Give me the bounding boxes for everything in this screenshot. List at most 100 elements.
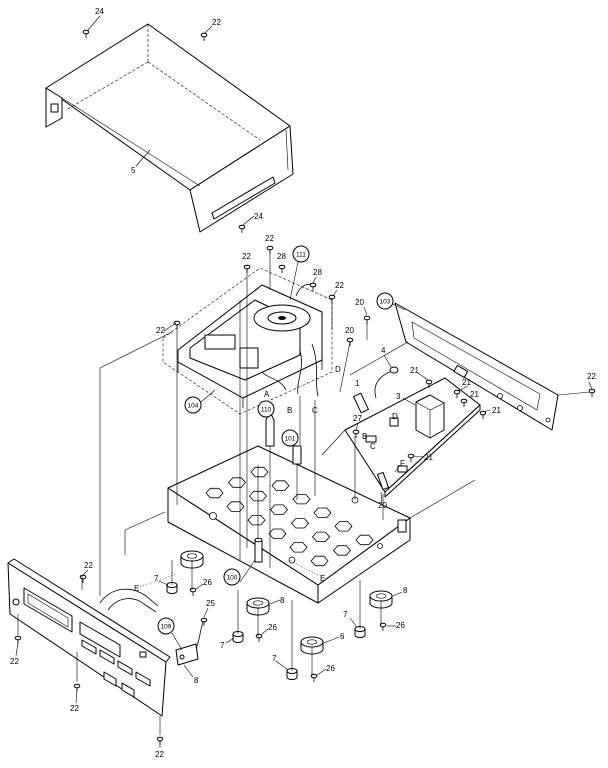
button <box>121 682 135 698</box>
callout-label: 26 <box>203 578 212 587</box>
callout-label: 1 <box>355 379 360 388</box>
circled-ref: 104 <box>184 396 202 414</box>
chassis-hole <box>355 534 374 546</box>
front-panel <box>7 558 171 717</box>
circled-ref: 103 <box>376 292 394 310</box>
power-plug <box>374 366 399 399</box>
logo-mark <box>139 651 147 658</box>
circled-ref-label: 104 <box>188 403 199 410</box>
callout-label: F <box>400 459 405 468</box>
callout-label: 22 <box>335 281 344 290</box>
chassis-hole <box>310 555 329 567</box>
screw <box>278 264 286 273</box>
chassis-bracket <box>397 519 407 533</box>
callouts: 24 22 5 24 22 22 28 28 22 20 22 20 4 D A… <box>10 7 596 759</box>
callout-label: 8 <box>403 586 408 595</box>
screw <box>328 294 336 303</box>
screw <box>243 264 251 273</box>
screw <box>82 29 90 38</box>
screw <box>255 633 263 642</box>
screw <box>425 379 433 388</box>
circled-ref-label: 100 <box>227 575 238 582</box>
button <box>81 639 97 655</box>
callout-label: 7 <box>154 574 159 583</box>
screw <box>460 398 468 407</box>
callout-label: 24 <box>95 7 104 16</box>
screw <box>200 32 208 41</box>
button <box>103 671 117 687</box>
callout-label: 22 <box>587 372 596 381</box>
screw <box>238 224 246 233</box>
cover-tab <box>50 103 59 113</box>
callout-label: 22 <box>265 234 274 243</box>
screw <box>352 429 360 438</box>
callout-label: 7 <box>343 610 348 619</box>
fuse-holder <box>353 392 369 414</box>
callout-label: 25 <box>206 599 215 608</box>
chassis-holes <box>205 466 374 567</box>
post-100 <box>254 537 263 563</box>
chassis-hole <box>268 528 287 539</box>
circled-ref-label: 111 <box>296 252 306 259</box>
screw <box>588 388 596 397</box>
callout-label: 5 <box>131 166 136 175</box>
button <box>99 649 115 665</box>
callout-label: 26 <box>326 664 335 673</box>
callout-label: 28 <box>313 268 322 277</box>
callout-label: 22 <box>212 18 221 27</box>
callout-label: 22 <box>70 704 79 713</box>
chassis-hole <box>332 545 352 556</box>
connector <box>397 465 408 473</box>
chassis-hole <box>289 542 308 553</box>
callout-label: D <box>335 365 341 374</box>
callout-label: 7 <box>272 654 277 663</box>
screw <box>309 282 317 291</box>
callout-label: 26 <box>396 621 405 630</box>
callout-label: 8 <box>280 596 285 605</box>
circled-ref-label: 110 <box>261 407 272 414</box>
pcb-bracket <box>376 471 390 491</box>
callout-label: 22 <box>155 750 164 759</box>
callout-label: E <box>320 574 325 583</box>
callout-label: 6 <box>340 632 345 641</box>
circled-ref: 111 <box>292 245 310 263</box>
screw <box>363 315 371 324</box>
callout-label: 8 <box>194 676 199 685</box>
callout-label: 20 <box>345 326 354 335</box>
chassis-hole <box>250 466 269 478</box>
cover-slot <box>211 176 276 220</box>
callout-label: 21 <box>462 378 471 387</box>
display-window <box>79 621 121 658</box>
circled-ref: 109 <box>157 617 175 635</box>
leader-lines <box>15 15 593 748</box>
disc-mechanism <box>162 267 333 415</box>
chassis-hole <box>311 531 331 542</box>
wire <box>297 349 302 395</box>
callout-label: 3 <box>396 392 401 401</box>
callout-label: 4 <box>381 346 386 355</box>
callout-label: 22 <box>242 252 251 261</box>
chassis-hole <box>205 487 224 499</box>
callout-label: 22 <box>84 561 93 570</box>
connector <box>365 435 377 443</box>
chassis-hole <box>269 504 289 515</box>
screw <box>200 617 208 626</box>
screw <box>189 587 197 596</box>
chassis-hole <box>247 515 266 526</box>
callout-label: 7 <box>220 641 225 650</box>
callout-label: 27 <box>353 414 362 423</box>
callout-label: 22 <box>10 657 19 666</box>
callout-label: C <box>370 442 376 451</box>
chassis-hole <box>271 480 290 491</box>
power-pcb <box>344 366 481 498</box>
rear-panel <box>394 302 559 431</box>
callout-label: 21 <box>424 453 433 462</box>
circled-ref-label: 109 <box>161 624 172 631</box>
circled-ref: 101 <box>281 429 299 447</box>
chassis-hole <box>227 477 247 488</box>
chassis-hole <box>334 521 353 532</box>
circled-ref: 110 <box>257 400 275 418</box>
chassis-hole <box>290 518 310 529</box>
callout-label: 22 <box>156 326 165 335</box>
